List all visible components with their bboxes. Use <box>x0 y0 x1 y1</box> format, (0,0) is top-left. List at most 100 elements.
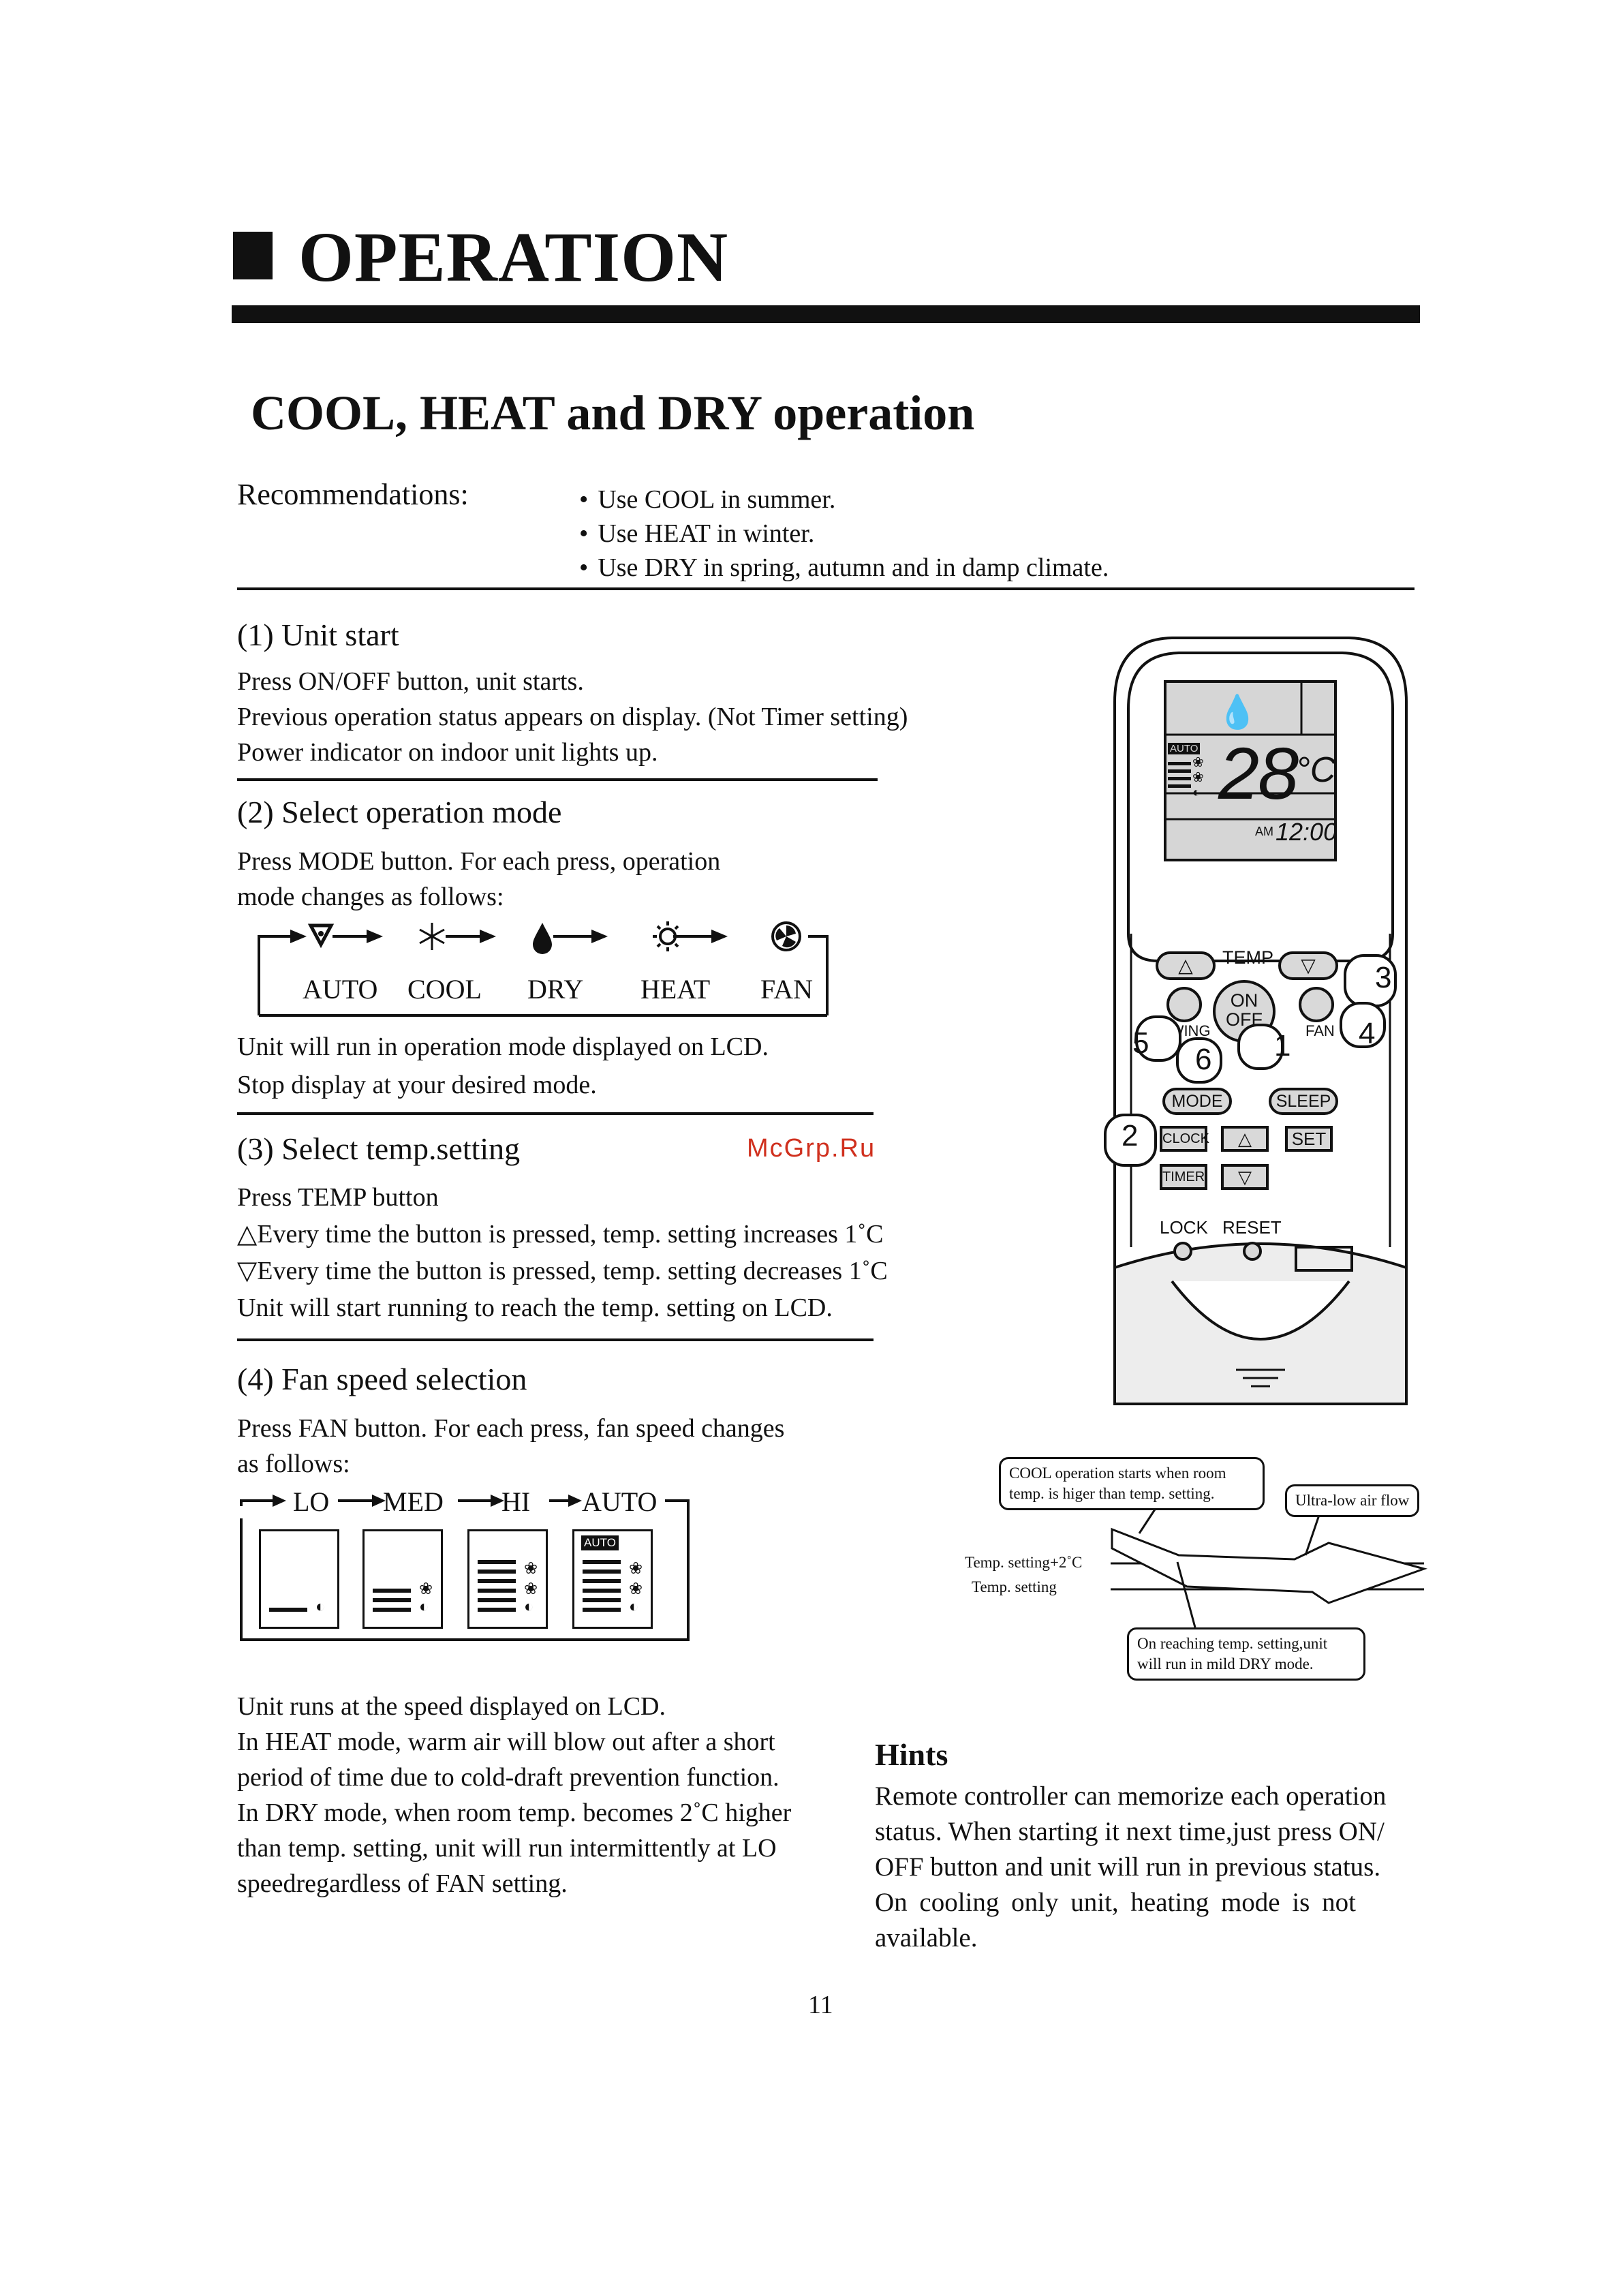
ultra-low-callout: Ultra-low air flow <box>1285 1484 1420 1517</box>
timer-button[interactable]: TIMER <box>1160 1164 1207 1190</box>
dry-mode-graph <box>1111 1486 1428 1628</box>
temp-setting-plus-label: Temp. setting+2˚C <box>965 1554 1083 1571</box>
callout-number: 2 <box>1122 1119 1139 1152</box>
unit-start-text: Press ON/OFF button, unit starts. Previo… <box>237 667 908 767</box>
fan-icon: ❀ <box>629 1580 643 1598</box>
fan-speed-frame <box>240 1495 690 1641</box>
temp-up-button[interactable]: △ <box>1156 951 1216 980</box>
cool-start-callout: COOL operation starts when room temp. is… <box>999 1457 1265 1510</box>
lock-label: LOCK <box>1160 1217 1208 1238</box>
fan-speed-after: Unit runs at the speed displayed on LCD.… <box>237 1692 792 1898</box>
hand-pointer-icon <box>1104 1114 1157 1167</box>
page-title: OPERATION <box>298 218 729 296</box>
cool-mode-icon <box>419 923 445 950</box>
hints-text: Remote controller can memorize each oper… <box>875 1781 1387 1953</box>
triangle-up-icon: △ <box>1178 955 1193 976</box>
fan-icon: ❀ <box>524 1580 538 1598</box>
lock-button[interactable] <box>1173 1242 1192 1261</box>
lcd-fan-bars <box>1168 762 1191 788</box>
triangle-down-icon: ▽ <box>1238 1167 1252 1187</box>
select-temp-heading: (3) Select temp.setting <box>237 1131 521 1166</box>
fan-bar <box>478 1570 516 1574</box>
callout-number: 5 <box>1132 1026 1149 1060</box>
hand-pointer-icon <box>1176 1037 1222 1084</box>
fan-button[interactable] <box>1299 987 1334 1022</box>
bullet-icon: • <box>579 519 589 548</box>
callout-number: 1 <box>1274 1029 1291 1062</box>
fan-label: FAN <box>1305 1022 1335 1039</box>
fan-bar <box>583 1598 621 1602</box>
list-item: •Use DRY in spring, autumn and in damp c… <box>579 551 1109 585</box>
clock-down-button[interactable]: ▽ <box>1221 1164 1269 1190</box>
hints-title: Hints <box>875 1737 948 1772</box>
lcd-clock: 12:00 <box>1276 818 1338 846</box>
list-item: •Use HEAT in winter. <box>579 517 1109 551</box>
clock-up-button[interactable]: △ <box>1221 1126 1269 1152</box>
fan-lo-lcd: ◐ <box>259 1529 339 1629</box>
dry-mode-diagram: COOL operation starts when room temp. is… <box>961 1453 1431 1685</box>
triangle-up-icon: △ <box>237 1220 258 1249</box>
speed-hi-label: HI <box>501 1486 531 1517</box>
fan-icon: ◐ <box>419 1598 429 1616</box>
speed-auto-label: AUTO <box>582 1486 658 1517</box>
callout-number: 4 <box>1359 1017 1376 1050</box>
header-square-icon <box>233 232 273 279</box>
fan-bar <box>373 1608 411 1612</box>
dry-mode-callout: On reaching temp. setting,unit will run … <box>1127 1627 1365 1681</box>
fan-bar <box>478 1589 516 1593</box>
fan-bar <box>269 1608 307 1612</box>
fan-icon: ❀ <box>629 1560 643 1578</box>
auto-badge: AUTO <box>581 1535 619 1550</box>
clock-button[interactable]: CLOCK <box>1160 1126 1209 1152</box>
header-rule <box>232 305 1420 323</box>
temp-setting-label: Temp. setting <box>972 1578 1057 1595</box>
speed-lo-label: LO <box>293 1486 330 1517</box>
fan-med-lcd: ❀ ◐ <box>362 1529 443 1629</box>
fan-bar <box>478 1598 516 1602</box>
mode-heat-label: HEAT <box>640 974 711 1005</box>
select-mode-heading: (2) Select operation mode <box>237 795 562 829</box>
remote-controller: 💧 AUTO ❀❀◐ 28 °C AM 12:00 △ TEMP ▽ ON OF… <box>1097 634 1424 1424</box>
fan-bar <box>583 1608 621 1612</box>
recommendations-label: Recommendations: <box>237 478 469 511</box>
lcd-temperature: 28 <box>1218 732 1299 814</box>
lcd-am: AM <box>1255 825 1273 838</box>
set-button[interactable]: SET <box>1285 1126 1333 1152</box>
bullet-icon: • <box>579 485 589 514</box>
lcd-temp-unit: °C <box>1296 750 1336 790</box>
fan-icon: ❀ <box>419 1580 433 1598</box>
fan-bar <box>583 1570 621 1574</box>
mode-button[interactable]: MODE <box>1162 1088 1232 1115</box>
triangle-down-icon: ▽ <box>1301 955 1316 976</box>
swing-button[interactable] <box>1166 987 1202 1022</box>
reset-button[interactable] <box>1243 1242 1262 1261</box>
temp-down-button[interactable]: ▽ <box>1278 951 1338 980</box>
fan-speed-diagram: LO MED HI AUTO ◐ ❀ ◐ ❀ ❀ ◐ AUTO ❀ ❀ ◐ <box>238 1486 692 1642</box>
fan-icon: ◐ <box>524 1598 534 1616</box>
select-mode-after: Unit will run in operation mode displaye… <box>237 1032 769 1099</box>
section-title: COOL, HEAT and DRY operation <box>251 386 975 440</box>
fan-bar <box>373 1589 411 1593</box>
fan-hi-lcd: ❀ ❀ ◐ <box>467 1529 548 1629</box>
fan-bar <box>478 1579 516 1583</box>
list-item: •Use COOL in summer. <box>579 483 1109 517</box>
callout-number: 3 <box>1375 961 1392 994</box>
mode-cycle-diagram: AUTO COOL DRY HEAT FAN <box>258 921 839 1017</box>
fan-mode-icon <box>771 921 801 951</box>
lcd-fan-icon: ❀❀◐ <box>1192 755 1204 800</box>
bullet-icon: • <box>579 553 589 582</box>
fan-icon: ◐ <box>629 1598 639 1616</box>
triangle-down-icon: ▽ <box>237 1257 258 1285</box>
hand-pointer-icon <box>1237 1024 1284 1070</box>
triangle-up-icon: △ <box>1238 1129 1252 1149</box>
sleep-button[interactable]: SLEEP <box>1269 1088 1338 1115</box>
auto-mode-icon <box>307 923 335 949</box>
recommendations-list: •Use COOL in summer. •Use HEAT in winter… <box>579 483 1109 585</box>
mode-cycle-arrows <box>258 921 829 1017</box>
fan-auto-lcd: AUTO ❀ ❀ ◐ <box>572 1529 653 1629</box>
divider <box>237 587 1415 590</box>
battery-icon <box>1295 1246 1353 1272</box>
mode-dry-label: DRY <box>527 974 584 1005</box>
lcd-drop-icon: 💧 <box>1217 694 1258 731</box>
fan-speed-text: Press FAN button. For each press, fan sp… <box>237 1414 785 1478</box>
